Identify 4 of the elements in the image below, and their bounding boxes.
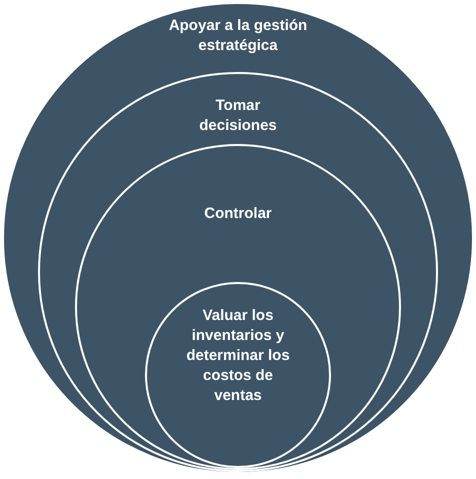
- circle-label: Tomar decisiones: [198, 96, 278, 136]
- circle-label: Apoyar a la gestión estratégica: [168, 16, 308, 56]
- circle-label: Controlar: [203, 204, 273, 224]
- circle-label: Valuar los inventarios y determinar los costos de ventas: [185, 306, 291, 406]
